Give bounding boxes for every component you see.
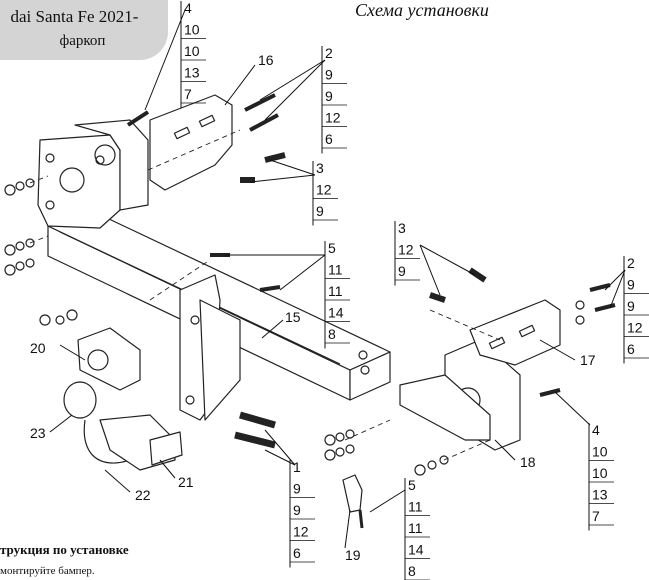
stack-item: 9 bbox=[293, 502, 301, 518]
callout-21: 21 bbox=[178, 474, 194, 490]
stack-item: 9 bbox=[325, 67, 333, 83]
stack-item: 9 bbox=[398, 263, 406, 279]
stack-item: 11 bbox=[408, 499, 423, 515]
stack-s_3a: 3 12 9 bbox=[312, 160, 338, 226]
stack-item: 5 bbox=[408, 477, 416, 493]
instruction-step: монтируйте бампер. bbox=[0, 565, 95, 577]
assembly-lines bbox=[29, 129, 501, 461]
callout-16: 16 bbox=[258, 52, 274, 68]
towball-assembly bbox=[63, 381, 183, 471]
stack-item: 7 bbox=[592, 508, 600, 524]
callout-22: 22 bbox=[135, 487, 151, 503]
stack-item: 9 bbox=[316, 203, 324, 219]
stack-item: 6 bbox=[325, 131, 333, 147]
stack-item: 7 bbox=[184, 86, 192, 102]
stack-item: 11 bbox=[328, 283, 343, 299]
stack-s_5b: 5 11 11 14 8 bbox=[404, 477, 430, 580]
stack-item: 2 bbox=[627, 255, 635, 271]
stack-item: 14 bbox=[408, 542, 424, 558]
stack-item: 12 bbox=[398, 242, 414, 258]
title-product: фаркоп bbox=[59, 33, 106, 49]
stack-item: 4 bbox=[592, 422, 600, 438]
callout-17: 17 bbox=[580, 352, 596, 368]
stack-item: 4 bbox=[184, 0, 192, 16]
stack-item: 14 bbox=[328, 305, 344, 321]
nuts-washers bbox=[4, 178, 585, 476]
stack-s_top: 4 10 10 13 7 bbox=[180, 0, 206, 109]
stack-item: 10 bbox=[184, 22, 200, 38]
stack-item: 12 bbox=[325, 110, 341, 126]
stack-item: 2 bbox=[325, 45, 333, 61]
title-model: dai Santa Fe 2021- bbox=[10, 7, 139, 26]
scheme-title: Схема установки bbox=[355, 0, 489, 20]
stack-s_1: 1 9 9 12 6 bbox=[289, 459, 315, 568]
stack-s_2b: 2 9 9 12 6 bbox=[623, 255, 649, 364]
title-tab bbox=[0, 0, 168, 60]
instruction-heading: трукция по установке bbox=[0, 542, 129, 557]
stack-item: 3 bbox=[398, 220, 406, 236]
callout-15: 15 bbox=[285, 309, 301, 325]
callout-20: 20 bbox=[30, 340, 46, 356]
stack-item: 12 bbox=[293, 524, 309, 540]
callout-19: 19 bbox=[345, 547, 361, 563]
callout-23: 23 bbox=[30, 425, 46, 441]
stack-item: 9 bbox=[627, 298, 635, 314]
stack-s_5a: 5 11 11 14 8 bbox=[324, 240, 350, 349]
bracket-17 bbox=[469, 299, 561, 366]
stack-s_tr: 2 9 9 12 6 bbox=[321, 45, 347, 154]
stack-item: 9 bbox=[627, 277, 635, 293]
stack-item: 9 bbox=[325, 88, 333, 104]
stack-s_4b: 4 10 10 13 7 bbox=[588, 422, 614, 531]
stack-item: 13 bbox=[592, 487, 608, 503]
stack-item: 8 bbox=[408, 563, 416, 579]
stack-item: 1 bbox=[293, 459, 301, 475]
electric-plate-20 bbox=[77, 327, 141, 391]
bracket-16 bbox=[149, 94, 233, 191]
stack-item: 12 bbox=[316, 182, 332, 198]
stack-item: 8 bbox=[328, 326, 336, 342]
stack-item: 10 bbox=[592, 465, 608, 481]
stack-item: 13 bbox=[184, 65, 200, 81]
stack-item: 6 bbox=[293, 545, 301, 561]
left-bracket bbox=[37, 119, 149, 229]
callout-18: 18 bbox=[520, 454, 536, 470]
stack-item: 6 bbox=[627, 341, 635, 357]
stack-item: 5 bbox=[328, 240, 336, 256]
bolts bbox=[126, 93, 616, 529]
stack-item: 3 bbox=[316, 160, 324, 176]
stack-item: 11 bbox=[328, 262, 343, 278]
stack-s_3b: 3 12 9 bbox=[394, 220, 420, 286]
bracket-18 bbox=[399, 339, 521, 451]
stack-item: 10 bbox=[184, 43, 200, 59]
stack-item: 11 bbox=[408, 520, 423, 536]
stack-item: 10 bbox=[592, 444, 608, 460]
middle-bracket bbox=[179, 274, 241, 421]
stack-item: 12 bbox=[627, 320, 643, 336]
bracket-19 bbox=[342, 474, 363, 513]
stack-item: 9 bbox=[293, 481, 301, 497]
